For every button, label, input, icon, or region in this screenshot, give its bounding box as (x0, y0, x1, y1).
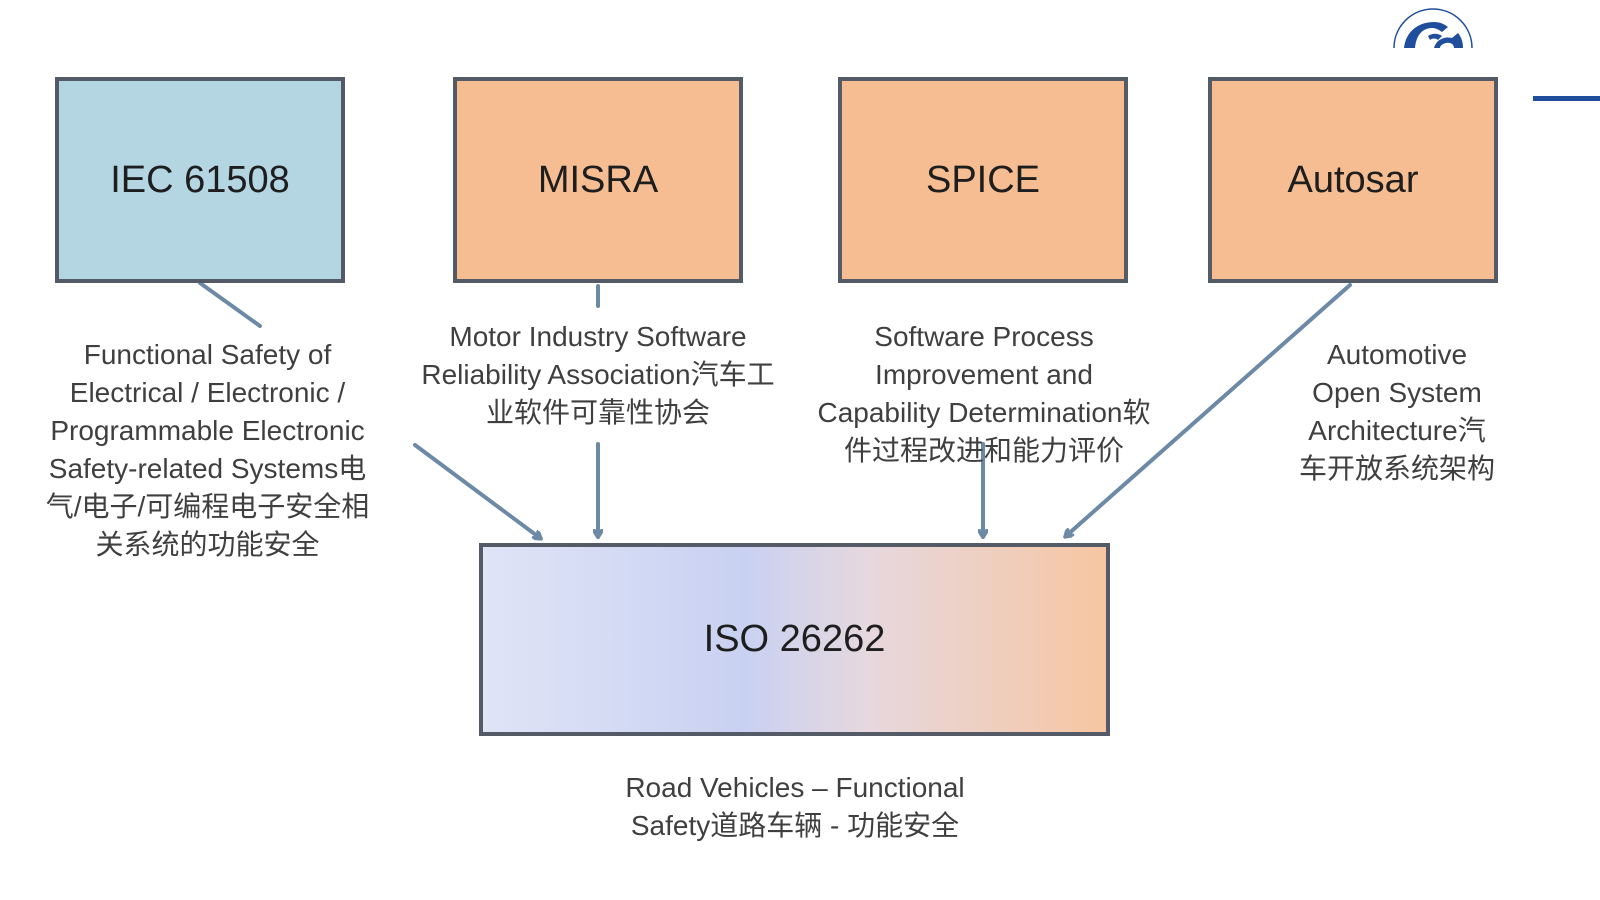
iec-61508-box: IEC 61508 (55, 77, 345, 283)
iec-arrow (413, 443, 540, 538)
iso-26262-description: Road Vehicles – Functional Safety道路车辆 - … (625, 772, 965, 841)
spice-box: SPICE (838, 77, 1128, 283)
misra-label: MISRA (537, 158, 659, 201)
spice-description: Software Process Improvement and Capabil… (817, 321, 1151, 466)
misra-description: Motor Industry Software Reliability Asso… (421, 321, 775, 428)
misra-box: MISRA (453, 77, 743, 283)
accent-line (1533, 96, 1600, 101)
iec-connector (198, 281, 262, 328)
autosar-arrow (1066, 283, 1352, 536)
iec-61508-description: Functional Safety of Electrical / Electr… (45, 339, 370, 560)
iso-26262-label: ISO 26262 (703, 618, 886, 660)
autosar-label: Autosar (1287, 158, 1419, 201)
iec-61508-label: IEC 61508 (110, 158, 290, 201)
iso-26262-box: ISO 26262 (479, 543, 1110, 736)
autosar-description: Automotive Open System Architecture汽 车开放… (1298, 339, 1495, 484)
autosar-box: Autosar (1208, 77, 1498, 283)
university-logo-icon (1388, 8, 1478, 55)
spice-label: SPICE (925, 158, 1041, 201)
